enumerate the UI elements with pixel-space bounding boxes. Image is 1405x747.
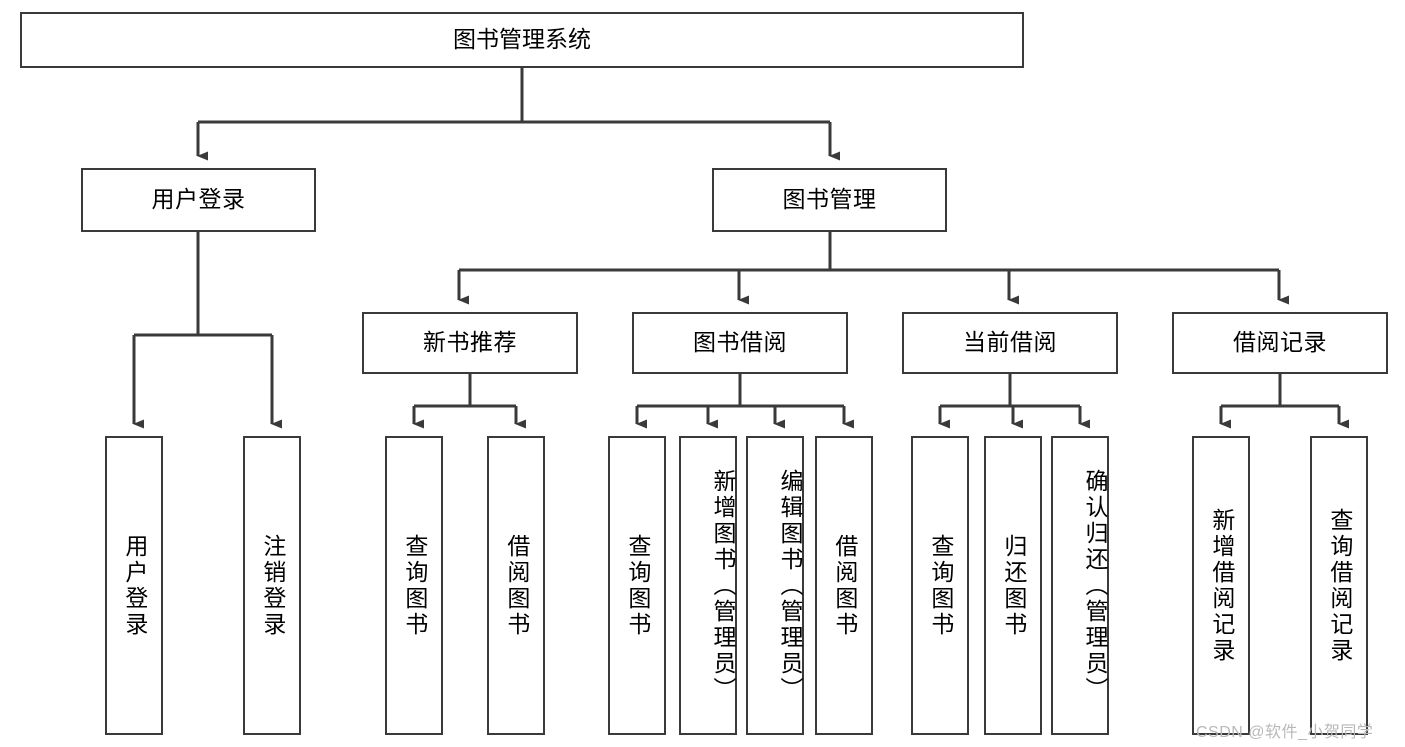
node-label: 图书借阅 bbox=[693, 329, 787, 356]
node-book-borrow[interactable]: 图书借阅 bbox=[632, 312, 848, 374]
node-root-system[interactable]: 图书管理系统 bbox=[20, 12, 1024, 68]
node-label: 用户登录 bbox=[151, 186, 246, 213]
node-user-login[interactable]: 用户登录 bbox=[81, 168, 316, 232]
leaf-add-book-admin[interactable]: 新增图书（管理员） bbox=[679, 436, 737, 735]
node-label: 查询图书 bbox=[401, 533, 428, 638]
leaf-query-book-recommend[interactable]: 查询图书 bbox=[385, 436, 443, 735]
leaf-confirm-return-admin[interactable]: 确认归还（管理员） bbox=[1051, 436, 1109, 735]
node-label: 借阅图书 bbox=[831, 533, 858, 638]
node-label: 借阅记录 bbox=[1233, 329, 1327, 356]
node-label: 归还图书 bbox=[1000, 533, 1027, 638]
node-label: 查询图书 bbox=[927, 533, 954, 638]
leaf-add-borrow-record[interactable]: 新增借阅记录 bbox=[1192, 436, 1250, 735]
leaf-query-book-borrow[interactable]: 查询图书 bbox=[608, 436, 666, 735]
node-label: 新增借阅记录 bbox=[1208, 507, 1235, 664]
node-label: 借阅图书 bbox=[503, 533, 530, 638]
node-book-manage[interactable]: 图书管理 bbox=[712, 168, 947, 232]
node-label: 当前借阅 bbox=[963, 329, 1057, 356]
leaf-return-book[interactable]: 归还图书 bbox=[984, 436, 1042, 735]
node-label: 图书管理系统 bbox=[453, 26, 591, 53]
watermark-text: CSDN @软件_小贺同学 bbox=[1196, 724, 1374, 741]
node-label: 查询借阅记录 bbox=[1326, 507, 1353, 664]
node-borrow-record[interactable]: 借阅记录 bbox=[1172, 312, 1388, 374]
leaf-edit-book-admin[interactable]: 编辑图书（管理员） bbox=[746, 436, 804, 735]
leaf-query-borrow-record[interactable]: 查询借阅记录 bbox=[1310, 436, 1368, 735]
csdn-watermark: CSDN @软件_小贺同学 bbox=[1196, 718, 1373, 742]
node-label: 注销登录 bbox=[259, 533, 286, 638]
leaf-user-logout[interactable]: 注销登录 bbox=[243, 436, 301, 735]
node-current-borrow[interactable]: 当前借阅 bbox=[902, 312, 1118, 374]
node-label: 图书管理 bbox=[782, 186, 877, 213]
node-label: 新增图书（管理员） bbox=[710, 468, 736, 703]
node-label: 查询图书 bbox=[624, 533, 651, 638]
node-label: 新书推荐 bbox=[423, 329, 517, 356]
leaf-borrow-book[interactable]: 借阅图书 bbox=[815, 436, 873, 735]
node-label: 确认归还（管理员） bbox=[1082, 468, 1108, 703]
leaf-borrow-book-recommend[interactable]: 借阅图书 bbox=[487, 436, 545, 735]
node-label: 用户登录 bbox=[121, 533, 148, 638]
node-new-book-recommend[interactable]: 新书推荐 bbox=[362, 312, 578, 374]
leaf-user-login[interactable]: 用户登录 bbox=[105, 436, 163, 735]
leaf-query-book-current[interactable]: 查询图书 bbox=[911, 436, 969, 735]
node-label: 编辑图书（管理员） bbox=[777, 468, 803, 703]
